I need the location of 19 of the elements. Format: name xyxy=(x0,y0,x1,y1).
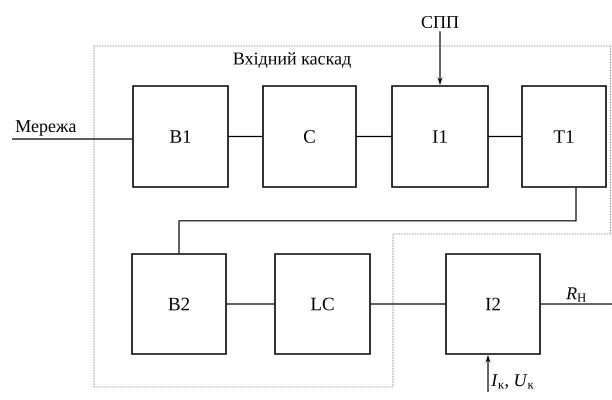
signal-label: I$_{к}$, U$_{к}$ xyxy=(491,374,534,389)
connector-line xyxy=(540,303,612,305)
connector-line xyxy=(370,303,446,305)
edge-label: R$_{H}$ xyxy=(565,286,588,303)
connector-line xyxy=(12,138,132,140)
label-text: СПП xyxy=(422,16,458,28)
block-box: B2 xyxy=(131,253,227,355)
block-box: B1 xyxy=(132,85,229,188)
connector-line xyxy=(178,188,577,254)
block-box: I2 xyxy=(445,253,541,355)
block-box: T1 xyxy=(521,85,607,188)
connector-line xyxy=(226,303,274,305)
block-box: LC xyxy=(274,253,371,355)
connector-line xyxy=(356,136,392,138)
connector-line xyxy=(228,136,262,138)
block-box: I1 xyxy=(391,85,489,188)
input-label: Мережа xyxy=(16,120,76,136)
connector-line xyxy=(488,136,522,138)
block-box: C xyxy=(262,85,357,188)
